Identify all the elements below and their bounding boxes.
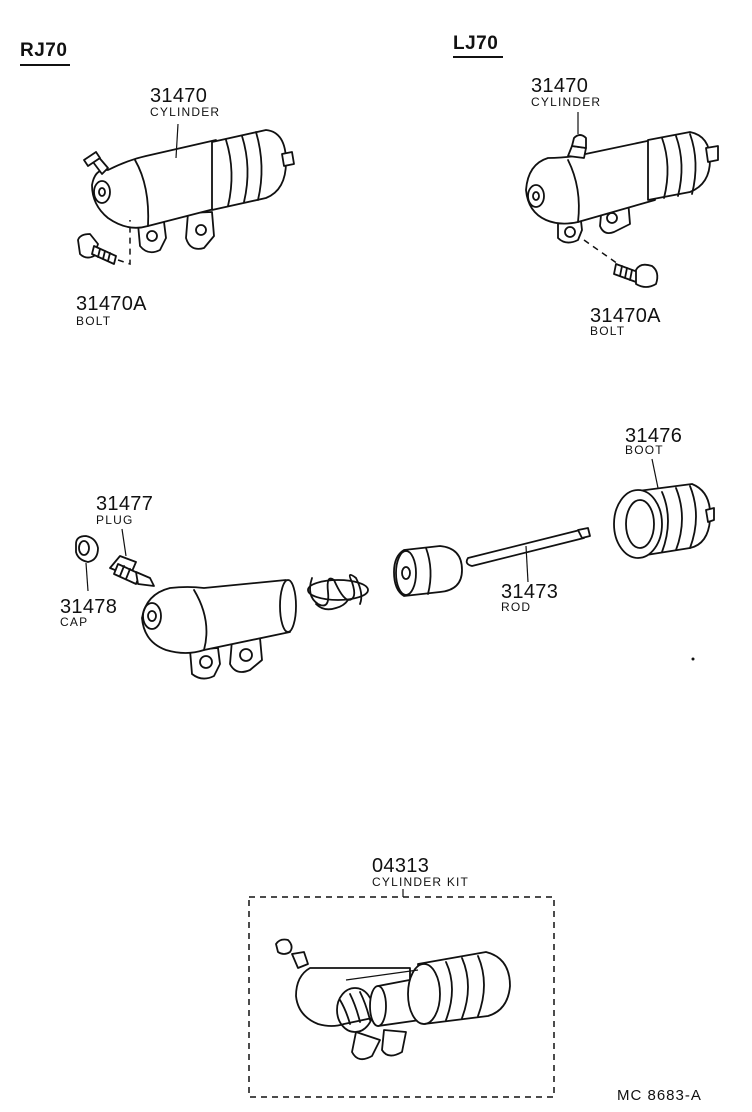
part-number-cylinder-rj70: 31470 (150, 85, 208, 107)
part-name-cap: CAP (60, 615, 89, 629)
piston-drawing (393, 545, 463, 597)
rj70-cylinder-drawing (83, 129, 295, 254)
part-name-cylinder-lj70: CYLINDER (531, 95, 602, 109)
part-name-boot: BOOT (625, 443, 664, 457)
model-label-lj70: LJ70 (453, 33, 499, 54)
part-number-bolt-lj70: 31470A (590, 305, 661, 327)
part-number-plug: 31477 (96, 493, 154, 515)
part-number-boot: 31476 (625, 425, 683, 447)
lj70-bolt-drawing (583, 239, 659, 288)
part-name-cylinder-rj70: CYLINDER (150, 105, 221, 119)
leader-lines (85, 112, 659, 592)
lj70-cylinder-drawing (525, 131, 719, 244)
model-label-rj70: RJ70 (20, 40, 68, 61)
part-name-cylinder-kit: CYLINDER KIT (372, 875, 470, 889)
spring-drawing (307, 573, 369, 611)
rod-drawing (465, 527, 591, 567)
boot-drawing (613, 483, 715, 559)
part-number-cylinder-kit: 04313 (372, 855, 430, 877)
part-number-cap: 31478 (60, 596, 118, 618)
plug-drawing (109, 555, 155, 587)
part-number-bolt-rj70: 31470A (76, 293, 147, 315)
part-number-rod: 31473 (501, 581, 559, 603)
part-number-cylinder-lj70: 31470 (531, 75, 589, 97)
rj70-bolt-drawing (77, 220, 131, 266)
part-name-bolt-rj70: BOLT (76, 314, 112, 328)
part-name-bolt-lj70: BOLT (590, 324, 626, 338)
part-name-plug: PLUG (96, 513, 134, 527)
part-name-rod: ROD (501, 600, 532, 614)
body-exploded-drawing (141, 579, 297, 680)
cylinder-kit-drawing (248, 889, 555, 1098)
cap-drawing (75, 535, 99, 563)
diagram-reference-code: MC 8683-A (617, 1087, 702, 1104)
stray-dot (691, 657, 695, 661)
